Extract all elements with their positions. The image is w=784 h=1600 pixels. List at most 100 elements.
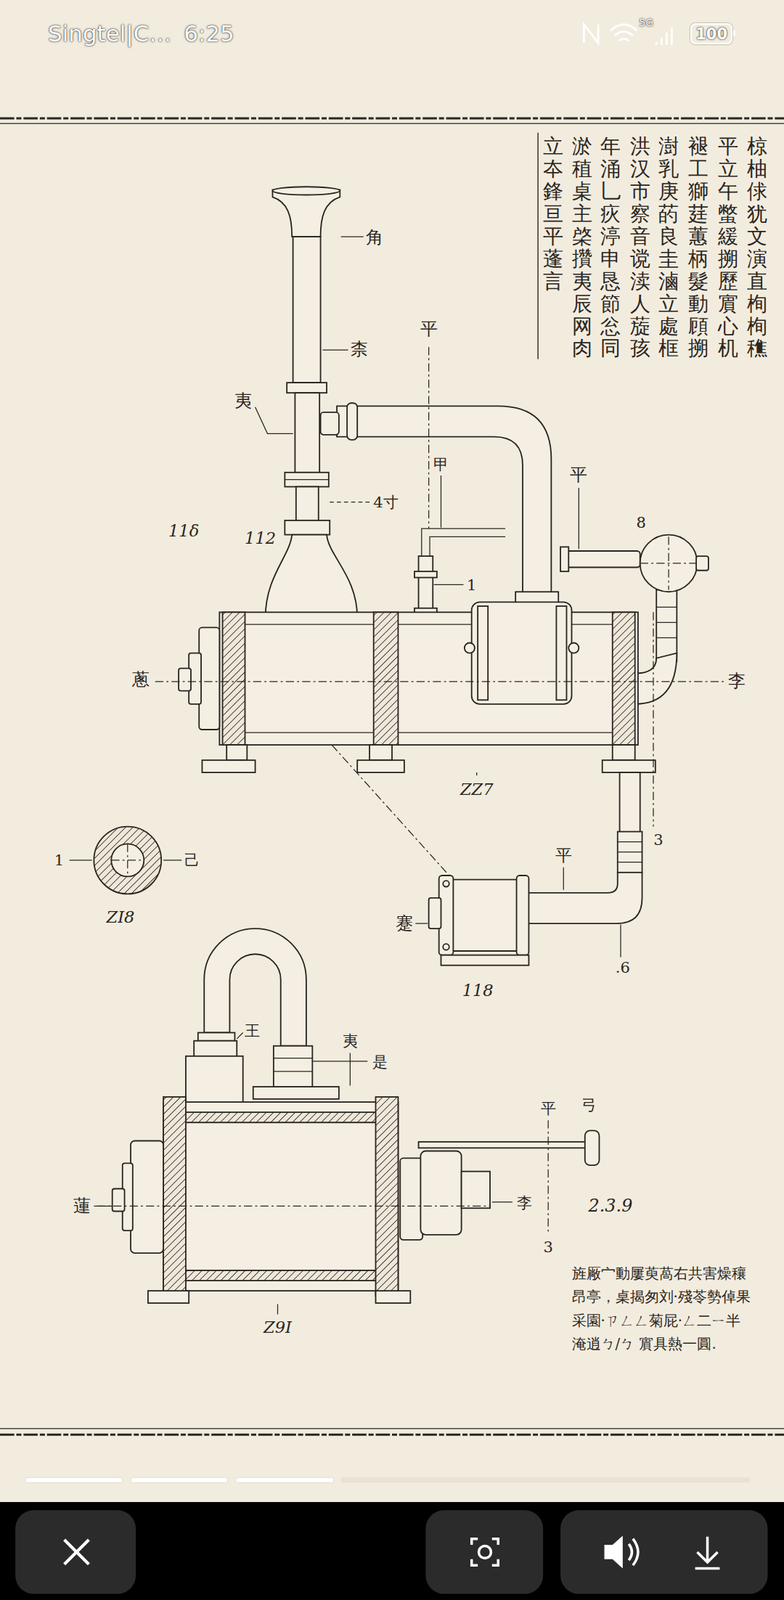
vertical-text-column: 年涌乚疢渟申恳節忩同	[600, 135, 621, 361]
figure-number: 2.3.9	[588, 1197, 634, 1216]
upper-machine-part	[652, 611, 654, 827]
part-label: 弓	[581, 1096, 597, 1113]
leader-lines-part	[440, 475, 442, 528]
upper-machine-part	[272, 189, 340, 237]
upper-machine-part	[560, 546, 569, 572]
upper-machine-part	[245, 732, 613, 734]
note-text: 淹逍ㄅ/ㄅ 賔具熱一圓.	[572, 1337, 717, 1352]
part-label: 蔥	[132, 671, 150, 689]
leader-lines-part	[492, 1201, 513, 1203]
leader-lines-part	[415, 922, 428, 924]
upper-machine-part	[369, 744, 392, 761]
upper-machine-part	[617, 841, 643, 843]
note-text: 采園·ㄗㄥㄥ菊屁·ㄥ二ㄧ半	[572, 1313, 742, 1329]
page-border-part	[537, 132, 538, 360]
part-label: 平	[555, 847, 573, 864]
leader-lines-part	[329, 501, 370, 503]
upper-machine-part	[155, 680, 728, 682]
carrier-name: Singtel|C…	[47, 22, 172, 46]
part-label: 角	[365, 229, 384, 247]
bottom-toolbar-part	[479, 1546, 492, 1559]
upper-machine-part	[464, 643, 475, 654]
lower-machine-part	[548, 1120, 549, 1235]
upper-machine-part	[178, 668, 191, 692]
bottom-toolbar-part	[695, 1536, 721, 1569]
leader-lines-part	[312, 1060, 368, 1062]
lower-machine-part	[461, 1171, 490, 1209]
lower-machine-part	[163, 1101, 398, 1291]
upper-machine-part	[617, 851, 643, 853]
figure-number: 118	[462, 982, 494, 999]
bottom-toolbar-part	[425, 1509, 543, 1594]
upper-machine-part	[127, 843, 128, 877]
upper-machine-part	[222, 611, 246, 745]
part-label: 平	[540, 1101, 557, 1117]
lower-machine-part	[163, 1096, 186, 1296]
bottom-toolbar-part	[64, 1539, 90, 1565]
upper-machine-part	[284, 520, 330, 536]
upper-machine-part	[640, 562, 698, 564]
leader-lines-part	[563, 867, 565, 890]
page-border-part	[0, 1427, 784, 1429]
upper-machine-part	[201, 760, 255, 773]
leader-lines-part	[163, 859, 182, 861]
lower-machine-part	[376, 1290, 411, 1304]
leader-lines-part	[93, 1205, 112, 1207]
vertical-text-column: 洪汉市察音谠渎人蔙孩	[630, 135, 651, 361]
upper-machine-part	[428, 346, 430, 529]
bottom-toolbar	[0, 1501, 784, 1600]
status-icons	[583, 24, 672, 46]
lower-machine-part	[399, 1157, 423, 1240]
part-label: 平	[420, 320, 438, 339]
note-text: 旌厰宀動屢萸萵右共害燥穰	[572, 1266, 747, 1282]
lower-machine-part	[273, 1046, 313, 1087]
vertical-text-column: 褪工獅莛蕙柄髮動頋搠	[688, 135, 709, 361]
upper-machine-part	[336, 405, 551, 608]
lower-machine-part	[130, 1140, 164, 1253]
upper-machine-part	[656, 637, 677, 639]
bottom-toolbar-part	[471, 1538, 499, 1566]
lower-machine-part	[97, 1205, 490, 1207]
progress-bar-part	[130, 1477, 228, 1483]
leader-lines	[69, 236, 621, 1314]
lower-machine-part	[418, 1141, 588, 1148]
upper-machine-part	[520, 872, 642, 924]
bottom-toolbar-part	[560, 1509, 768, 1594]
status-icons-part	[610, 24, 638, 41]
upper-machine-part	[449, 879, 521, 951]
upper-machine-part	[421, 528, 506, 557]
leader-lines-part	[69, 859, 93, 861]
lower-machine-part	[148, 1290, 189, 1304]
lower-machine-part	[183, 1112, 378, 1123]
vertical-text-column: 平立午蟞緩搠歷賔心机	[717, 135, 739, 361]
part-label: 李	[728, 672, 746, 691]
leader-lines-part	[236, 1032, 243, 1039]
upper-machine-part	[226, 744, 247, 761]
vertical-text-column: 立夲鋒亘平蓬言	[542, 135, 564, 294]
lower-machine-part	[183, 1270, 378, 1281]
upper-machine-part	[442, 880, 449, 887]
lower-machine-part	[376, 1096, 399, 1296]
leader-lines-part	[341, 235, 364, 237]
leader-lines-part	[434, 584, 464, 586]
lower-machine-part	[273, 1070, 313, 1072]
callout-number: 1	[54, 852, 64, 869]
upper-machine-part	[612, 611, 636, 745]
note-text: 昂亭，桌揭匆刘·殘苓勢倬果	[572, 1290, 751, 1306]
leader-lines-part	[476, 772, 477, 776]
leader-lines-part	[619, 924, 621, 957]
upper-machine-part	[373, 611, 399, 745]
progress-bar	[25, 1477, 750, 1483]
page-border	[0, 118, 784, 1435]
callout-number: 3	[653, 832, 663, 848]
upper-machine-part	[331, 744, 450, 876]
upper-machine-part	[320, 412, 340, 435]
upper-machine-part	[346, 402, 358, 440]
lower-machine-part	[253, 1086, 340, 1100]
upper-machine-part	[612, 744, 636, 761]
leader-lines-part	[349, 1053, 351, 1086]
figure-number: ZZ7	[460, 781, 494, 798]
figure-number: ZI8	[106, 908, 136, 926]
upper-machine-part	[568, 643, 579, 654]
